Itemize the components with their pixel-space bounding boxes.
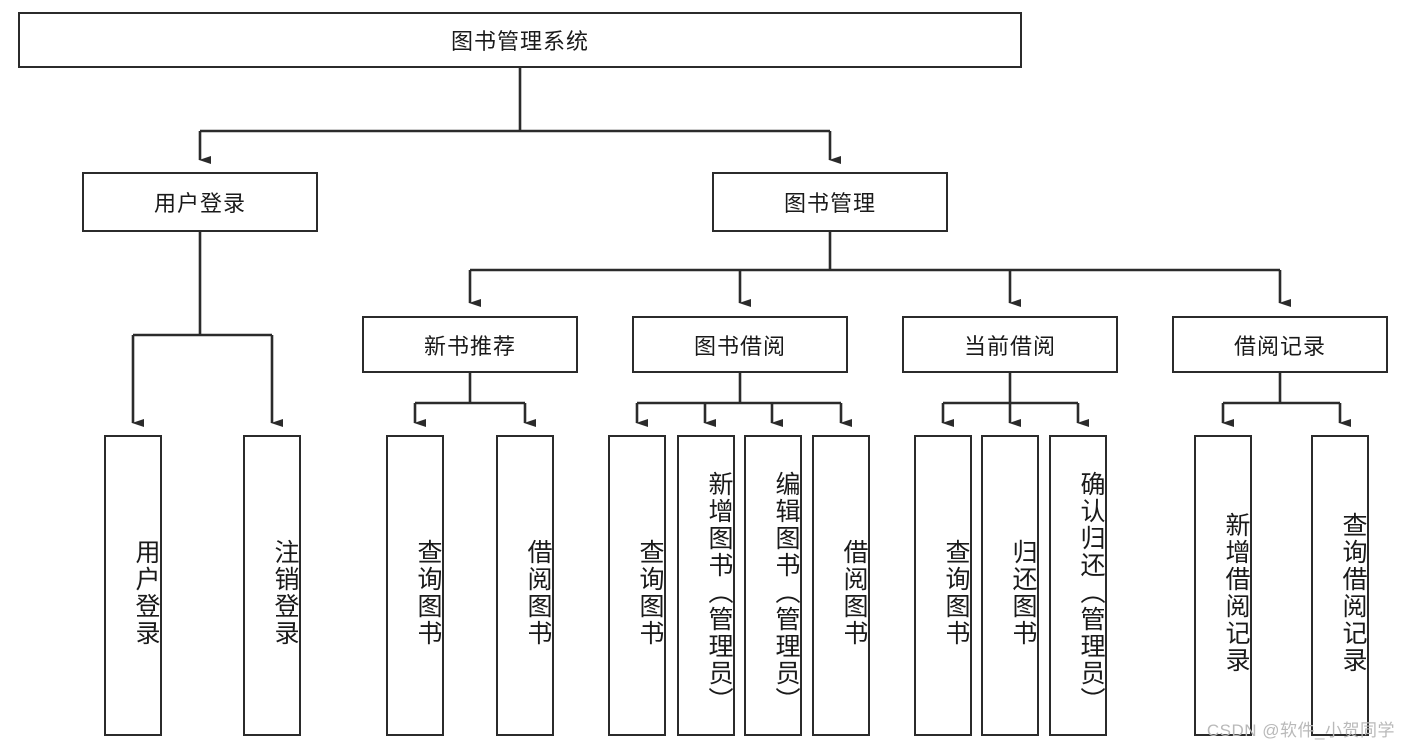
node-label: 借阅图书 — [840, 538, 868, 647]
leaf-borrow-add-book-admin[interactable]: 新增图书（管理员） — [677, 435, 735, 736]
node-book-borrow[interactable]: 图书借阅 — [632, 316, 848, 373]
node-label: 查询图书 — [942, 538, 970, 647]
leaf-current-query-book[interactable]: 查询图书 — [914, 435, 972, 736]
node-new-book-recommend[interactable]: 新书推荐 — [362, 316, 578, 373]
node-label: 借阅记录 — [1233, 333, 1326, 359]
node-book-management[interactable]: 图书管理 — [712, 172, 948, 232]
leaf-user-login-signout[interactable]: 注销登录 — [243, 435, 301, 736]
leaf-borrow-edit-book-admin[interactable]: 编辑图书（管理员） — [744, 435, 802, 736]
node-label: 新书推荐 — [423, 333, 516, 359]
leaf-record-query-borrow-record[interactable]: 查询借阅记录 — [1311, 435, 1369, 736]
node-label: 用户登录 — [153, 191, 246, 216]
node-label: 注销登录 — [271, 538, 299, 647]
node-label: 当前借阅 — [963, 333, 1056, 359]
node-label: 查询图书 — [636, 538, 664, 647]
node-label: 图书管理 — [783, 191, 876, 216]
node-label: 借阅图书 — [524, 538, 552, 647]
node-current-borrow[interactable]: 当前借阅 — [902, 316, 1118, 373]
node-borrow-record[interactable]: 借阅记录 — [1172, 316, 1388, 373]
csdn-watermark: CSDN @软件_小贺同学 — [1206, 721, 1395, 740]
leaf-recommend-query-book[interactable]: 查询图书 — [386, 435, 444, 736]
node-label: 查询图书 — [414, 538, 442, 647]
leaf-borrow-query-book[interactable]: 查询图书 — [608, 435, 666, 736]
node-label: 编辑图书（管理员） — [772, 471, 800, 714]
node-label: 新增图书（管理员） — [705, 471, 733, 714]
leaf-record-add-borrow-record[interactable]: 新增借阅记录 — [1194, 435, 1252, 736]
leaf-borrow-borrow-book[interactable]: 借阅图书 — [812, 435, 870, 736]
leaf-recommend-borrow-book[interactable]: 借阅图书 — [496, 435, 554, 736]
node-label: 归还图书 — [1009, 538, 1037, 647]
node-label: 用户登录 — [132, 538, 160, 647]
node-label: 确认归还（管理员） — [1077, 471, 1105, 714]
node-label: 图书管理系统 — [450, 29, 589, 54]
leaf-current-confirm-return-admin[interactable]: 确认归还（管理员） — [1049, 435, 1107, 736]
leaf-current-return-book[interactable]: 归还图书 — [981, 435, 1039, 736]
leaf-user-login-signin[interactable]: 用户登录 — [104, 435, 162, 736]
node-label: 新增借阅记录 — [1222, 511, 1250, 674]
node-root-book-management-system[interactable]: 图书管理系统 — [18, 12, 1022, 68]
node-label: 图书借阅 — [693, 333, 786, 359]
node-label: 查询借阅记录 — [1339, 511, 1367, 674]
node-user-login[interactable]: 用户登录 — [82, 172, 318, 232]
